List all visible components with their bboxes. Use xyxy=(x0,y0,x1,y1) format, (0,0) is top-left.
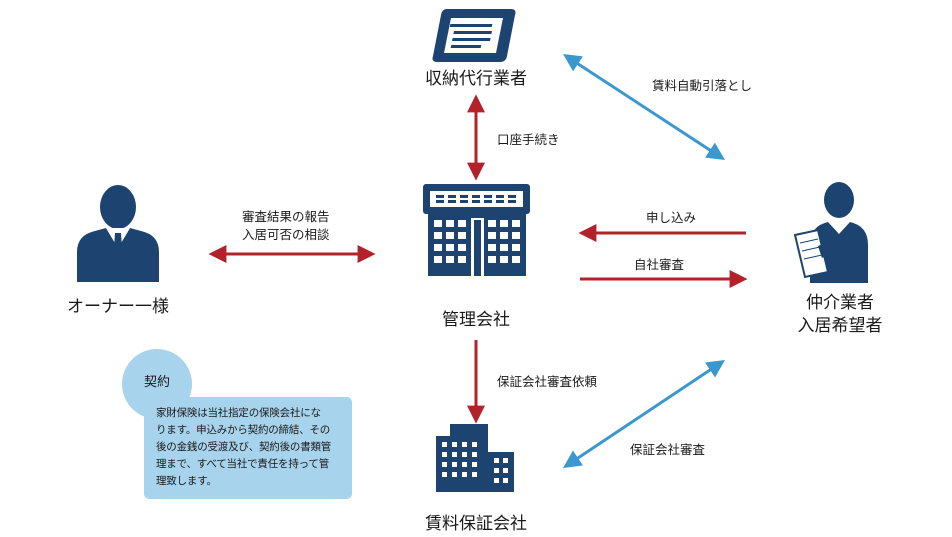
guarantee-review-label: 保証会社審査 xyxy=(630,442,706,457)
report-label-line1: 審査結果の報告 xyxy=(242,209,330,224)
contract-note-text: 家財保険は当社指定の保険会社にな ります。申込みから契約の締結、その 後の金銭の… xyxy=(156,405,352,490)
application-label: 申し込み xyxy=(646,210,697,225)
broker-label-line1: 仲介業者 xyxy=(806,293,874,313)
contract-note-line: 理致します。 xyxy=(156,475,217,487)
auto-debit-label: 賃料自動引落とし xyxy=(652,78,753,93)
guarantee-building-icon xyxy=(436,424,514,492)
contract-note-badge xyxy=(122,349,192,419)
owner-label: オーナー一様 xyxy=(67,297,169,317)
guarantee-company-label: 賃料保証会社 xyxy=(425,514,527,534)
account-procedure-label: 口座手続き xyxy=(497,132,560,147)
contract-note-box xyxy=(144,397,352,499)
contract-note-line: ります。申込みから契約の締結、その xyxy=(156,424,331,436)
management-company-label: 管理会社 xyxy=(442,310,510,330)
arrow-auto-debit xyxy=(562,54,726,160)
contract-note-line: 後の金銭の受渡及び、契約後の書類管 xyxy=(156,441,332,453)
guarantee-request-label: 保証会社審査依頼 xyxy=(497,374,598,389)
owner-person-icon xyxy=(77,185,159,282)
contract-note-badge-label: 契約 xyxy=(143,375,170,390)
broker-label-line2: 入居希望者 xyxy=(797,316,883,336)
management-building-icon xyxy=(423,184,530,276)
contract-note-line: 家財保険は当社指定の保険会社にな xyxy=(156,407,321,419)
collection-agent-label: 収納代行業者 xyxy=(425,69,527,89)
broker-person-icon xyxy=(793,182,868,283)
internal-review-label: 自社審査 xyxy=(634,257,685,272)
contract-note-line: 理まで、すべて当社で責任を持って管 xyxy=(156,458,329,470)
document-icon xyxy=(432,9,516,62)
report-label-line2: 入居可否の相談 xyxy=(242,227,330,242)
arrow-guarantee-review xyxy=(563,360,725,468)
